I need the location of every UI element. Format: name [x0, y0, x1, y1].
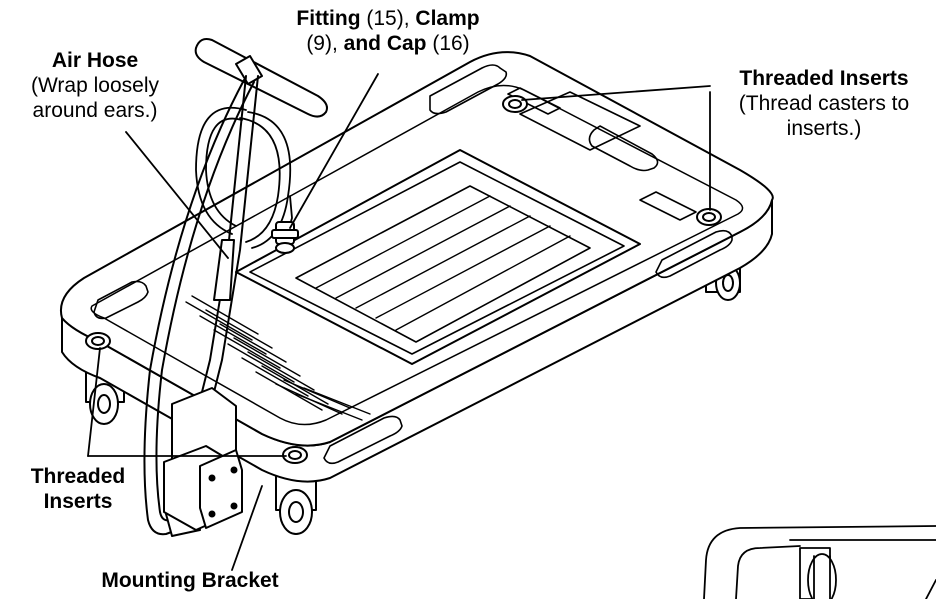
handle-slots: [93, 64, 733, 465]
leader-mounting-bracket: [231, 485, 263, 571]
drain-basin-outer: [235, 149, 641, 365]
cap-word: and Cap: [343, 32, 427, 55]
threaded-left-line-2: Inserts: [43, 490, 113, 513]
air-hose-note-1: (Wrap loosely: [31, 74, 159, 97]
label-air-hose: Air Hose (Wrap loosely around ears.): [0, 48, 190, 123]
hose-fitting-clamp-cap: [271, 221, 299, 254]
mounting-bracket: [199, 449, 243, 529]
threaded-right-note-2: inserts.): [786, 117, 862, 140]
drain-basin-floor: [295, 185, 591, 343]
leader-fitting: [289, 73, 379, 229]
label-mounting-bracket: Mounting Bracket: [50, 568, 330, 593]
clamp-num: (9),: [306, 32, 344, 55]
handle-shaft: [143, 75, 259, 537]
threaded-insert-right: [696, 208, 722, 226]
fitting-word: Fitting: [296, 7, 361, 30]
leader-lines: [87, 73, 711, 571]
air-hose-note-2: around ears.): [32, 99, 158, 122]
leader-threaded-left-a: [87, 347, 101, 457]
rim-channel: [90, 84, 744, 426]
detail-inset: [703, 525, 936, 599]
threaded-left-line-1: Threaded: [30, 465, 126, 488]
threaded-insert-left: [85, 332, 111, 350]
threaded-right-note-1: (Thread casters to: [738, 92, 910, 115]
fitting-num: (15),: [360, 7, 416, 30]
air-hose-title: Air Hose: [51, 49, 139, 72]
label-threaded-inserts-left: Threaded Inserts: [0, 464, 156, 514]
threaded-insert-top: [502, 95, 528, 113]
basin-ribs: [315, 195, 571, 331]
caster-front-right: [275, 475, 317, 535]
leader-air-hose: [125, 131, 229, 259]
label-threaded-inserts-right: Threaded Inserts (Thread casters to inse…: [712, 66, 936, 141]
cart-handle: [194, 38, 328, 118]
leader-threaded-top: [521, 85, 711, 101]
threaded-right-title: Threaded Inserts: [739, 67, 909, 90]
threaded-insert-front: [282, 446, 308, 464]
cap-num: (16): [426, 32, 470, 55]
label-fitting-clamp-cap: Fitting (15), Clamp (9), and Cap (16): [256, 6, 520, 56]
mounting-bracket-title: Mounting Bracket: [101, 569, 279, 592]
clamp-word: Clamp: [415, 7, 480, 30]
drain-basin-inner: [249, 161, 625, 355]
